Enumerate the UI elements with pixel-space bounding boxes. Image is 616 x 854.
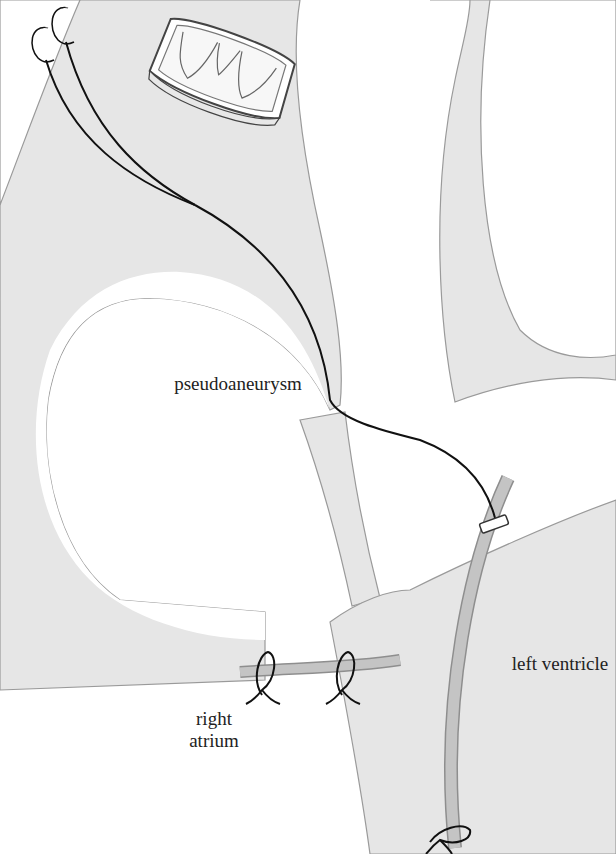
anatomy-label: left ventricle [510,653,610,675]
septal-remnant [300,412,380,606]
prosthetic-valve [143,11,301,135]
atrial-lumen [481,0,616,357]
pseudoaneurysm-wall [0,0,341,690]
graft-strip [451,478,508,848]
graft-strip-fill [451,478,508,848]
patch-fill [240,660,400,672]
anatomy-label: pseudoaneurysm [148,373,328,395]
ventricular-wall [330,500,616,854]
pseudoaneurysm-cavity [36,272,330,640]
patch [240,660,400,672]
suture-wire [195,205,495,518]
sutures [246,652,470,854]
anatomy-label: right atrium [177,708,251,752]
mitral-wall [430,0,616,402]
pledget [479,515,509,534]
aortic-lumen [0,0,80,205]
needles [32,8,74,62]
